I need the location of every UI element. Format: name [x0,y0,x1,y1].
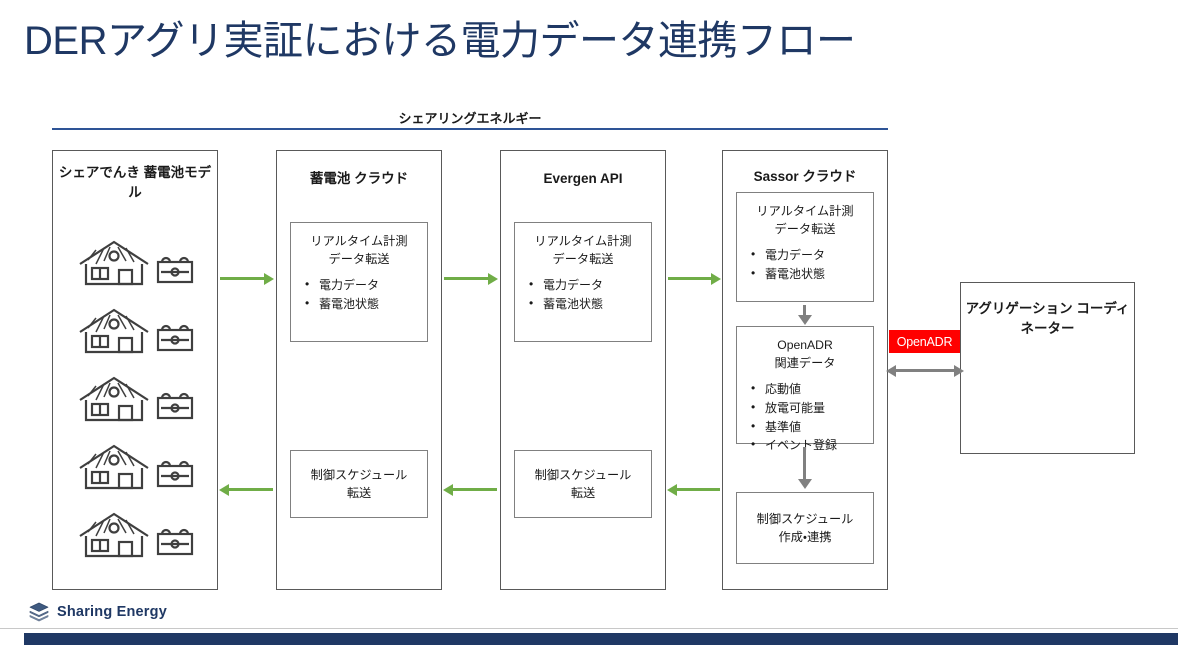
column-battery-cloud: 蓄電池 クラウド [276,150,442,590]
house-solar-icon [79,308,149,354]
brand-logo: Sharing Energy [28,601,167,623]
column-title-sassor-cloud: Sassor クラウド [753,169,857,184]
battery-icon [156,256,194,284]
band-label-sharing-energy: シェアリングエネルギー [398,111,542,126]
bullet-item: 基準値 [749,417,865,437]
bullet-item: 応動値 [749,379,865,399]
column-title-aggregation-coordinator: アグリゲーション コーディネーター [965,301,1130,336]
house-battery-row [72,302,200,358]
bullet-item: イベント登録 [749,435,865,455]
arrow-down-realtime-to-openadr [797,305,812,325]
footer-bar [24,633,1178,645]
battery-icon [156,392,194,420]
house-solar-icon [79,376,149,422]
box-sassor-realtime: リアルタイム計測 データ転送 電力データ 蓄電池状態 [736,192,874,302]
box-battery-cloud-realtime: リアルタイム計測 データ転送 電力データ 蓄電池状態 [290,222,428,342]
brand-logo-text: Sharing Energy [57,604,167,620]
column-evergen-api: Evergen API [500,150,666,590]
column-title-battery-cloud: 蓄電池 クラウド [309,171,409,186]
bullet-item: 電力データ [527,275,643,295]
arrow-sassor-to-evergen-schedule [667,483,720,496]
box-battery-cloud-schedule: 制御スケジュール 転送 [290,450,428,518]
house-solar-icon [79,512,149,558]
box-sassor-openadr-data: OpenADR 関連データ 応動値 放電可能量 基準値 イベント登録 [736,326,874,453]
footer-divider [0,628,1178,629]
column-title-evergen-api: Evergen API [543,171,623,186]
box-evergen-realtime: リアルタイム計測 データ転送 電力データ 蓄電池状態 [514,222,652,342]
column-aggregation-coordinator: アグリゲーション コーディネーター [960,282,1135,454]
arrow-down-openadr-to-schedule [797,447,812,489]
column-share-denki: シェアでんき 蓄電池モデル [52,150,218,590]
house-battery-row [72,234,200,290]
arrow-evergen-to-battery-schedule [443,483,497,496]
battery-icon [156,324,194,352]
arrow-bidirectional-openadr [886,364,964,377]
battery-icon [156,528,194,556]
battery-icon [156,460,194,488]
box-head: リアルタイム計測 データ転送 [310,234,408,266]
bullet-item: 放電可能量 [749,398,865,418]
arrow-share-to-battery-cloud [220,272,274,285]
house-solar-icon [79,444,149,490]
box-head: リアルタイム計測 データ転送 [534,234,632,266]
arrow-battery-to-share-schedule [219,483,273,496]
box-head: リアルタイム計測 データ転送 [756,204,854,236]
house-solar-icon [79,240,149,286]
page-title: DERアグリ実証における電力データ連携フロー [24,19,856,63]
bullet-list: 応動値 放電可能量 基準値 イベント登録 [745,379,865,455]
house-battery-row [72,370,200,426]
stacked-layers-icon [29,602,49,622]
bullet-item: 蓄電池状態 [527,294,643,314]
arrow-battery-cloud-to-evergen [444,272,498,285]
bullet-list: 電力データ 蓄電池状態 [523,275,643,314]
bullet-item: 蓄電池状態 [303,294,419,314]
arrow-evergen-to-sassor [668,272,721,285]
column-title-share-denki: シェアでんき 蓄電池モデル [58,165,212,200]
bullet-item: 蓄電池状態 [749,264,865,284]
bullet-item: 電力データ [749,245,865,265]
house-battery-row [72,438,200,494]
box-evergen-schedule: 制御スケジュール 転送 [514,450,652,518]
band-divider [52,128,888,130]
status-badge-openadr: OpenADR [889,330,960,353]
house-battery-row [72,506,200,562]
bullet-list: 電力データ 蓄電池状態 [299,275,419,314]
bullet-item: 電力データ [303,275,419,295]
bullet-list: 電力データ 蓄電池状態 [745,245,865,284]
box-head: OpenADR 関連データ [774,338,836,370]
box-sassor-schedule: 制御スケジュール 作成・連携 [736,492,874,564]
